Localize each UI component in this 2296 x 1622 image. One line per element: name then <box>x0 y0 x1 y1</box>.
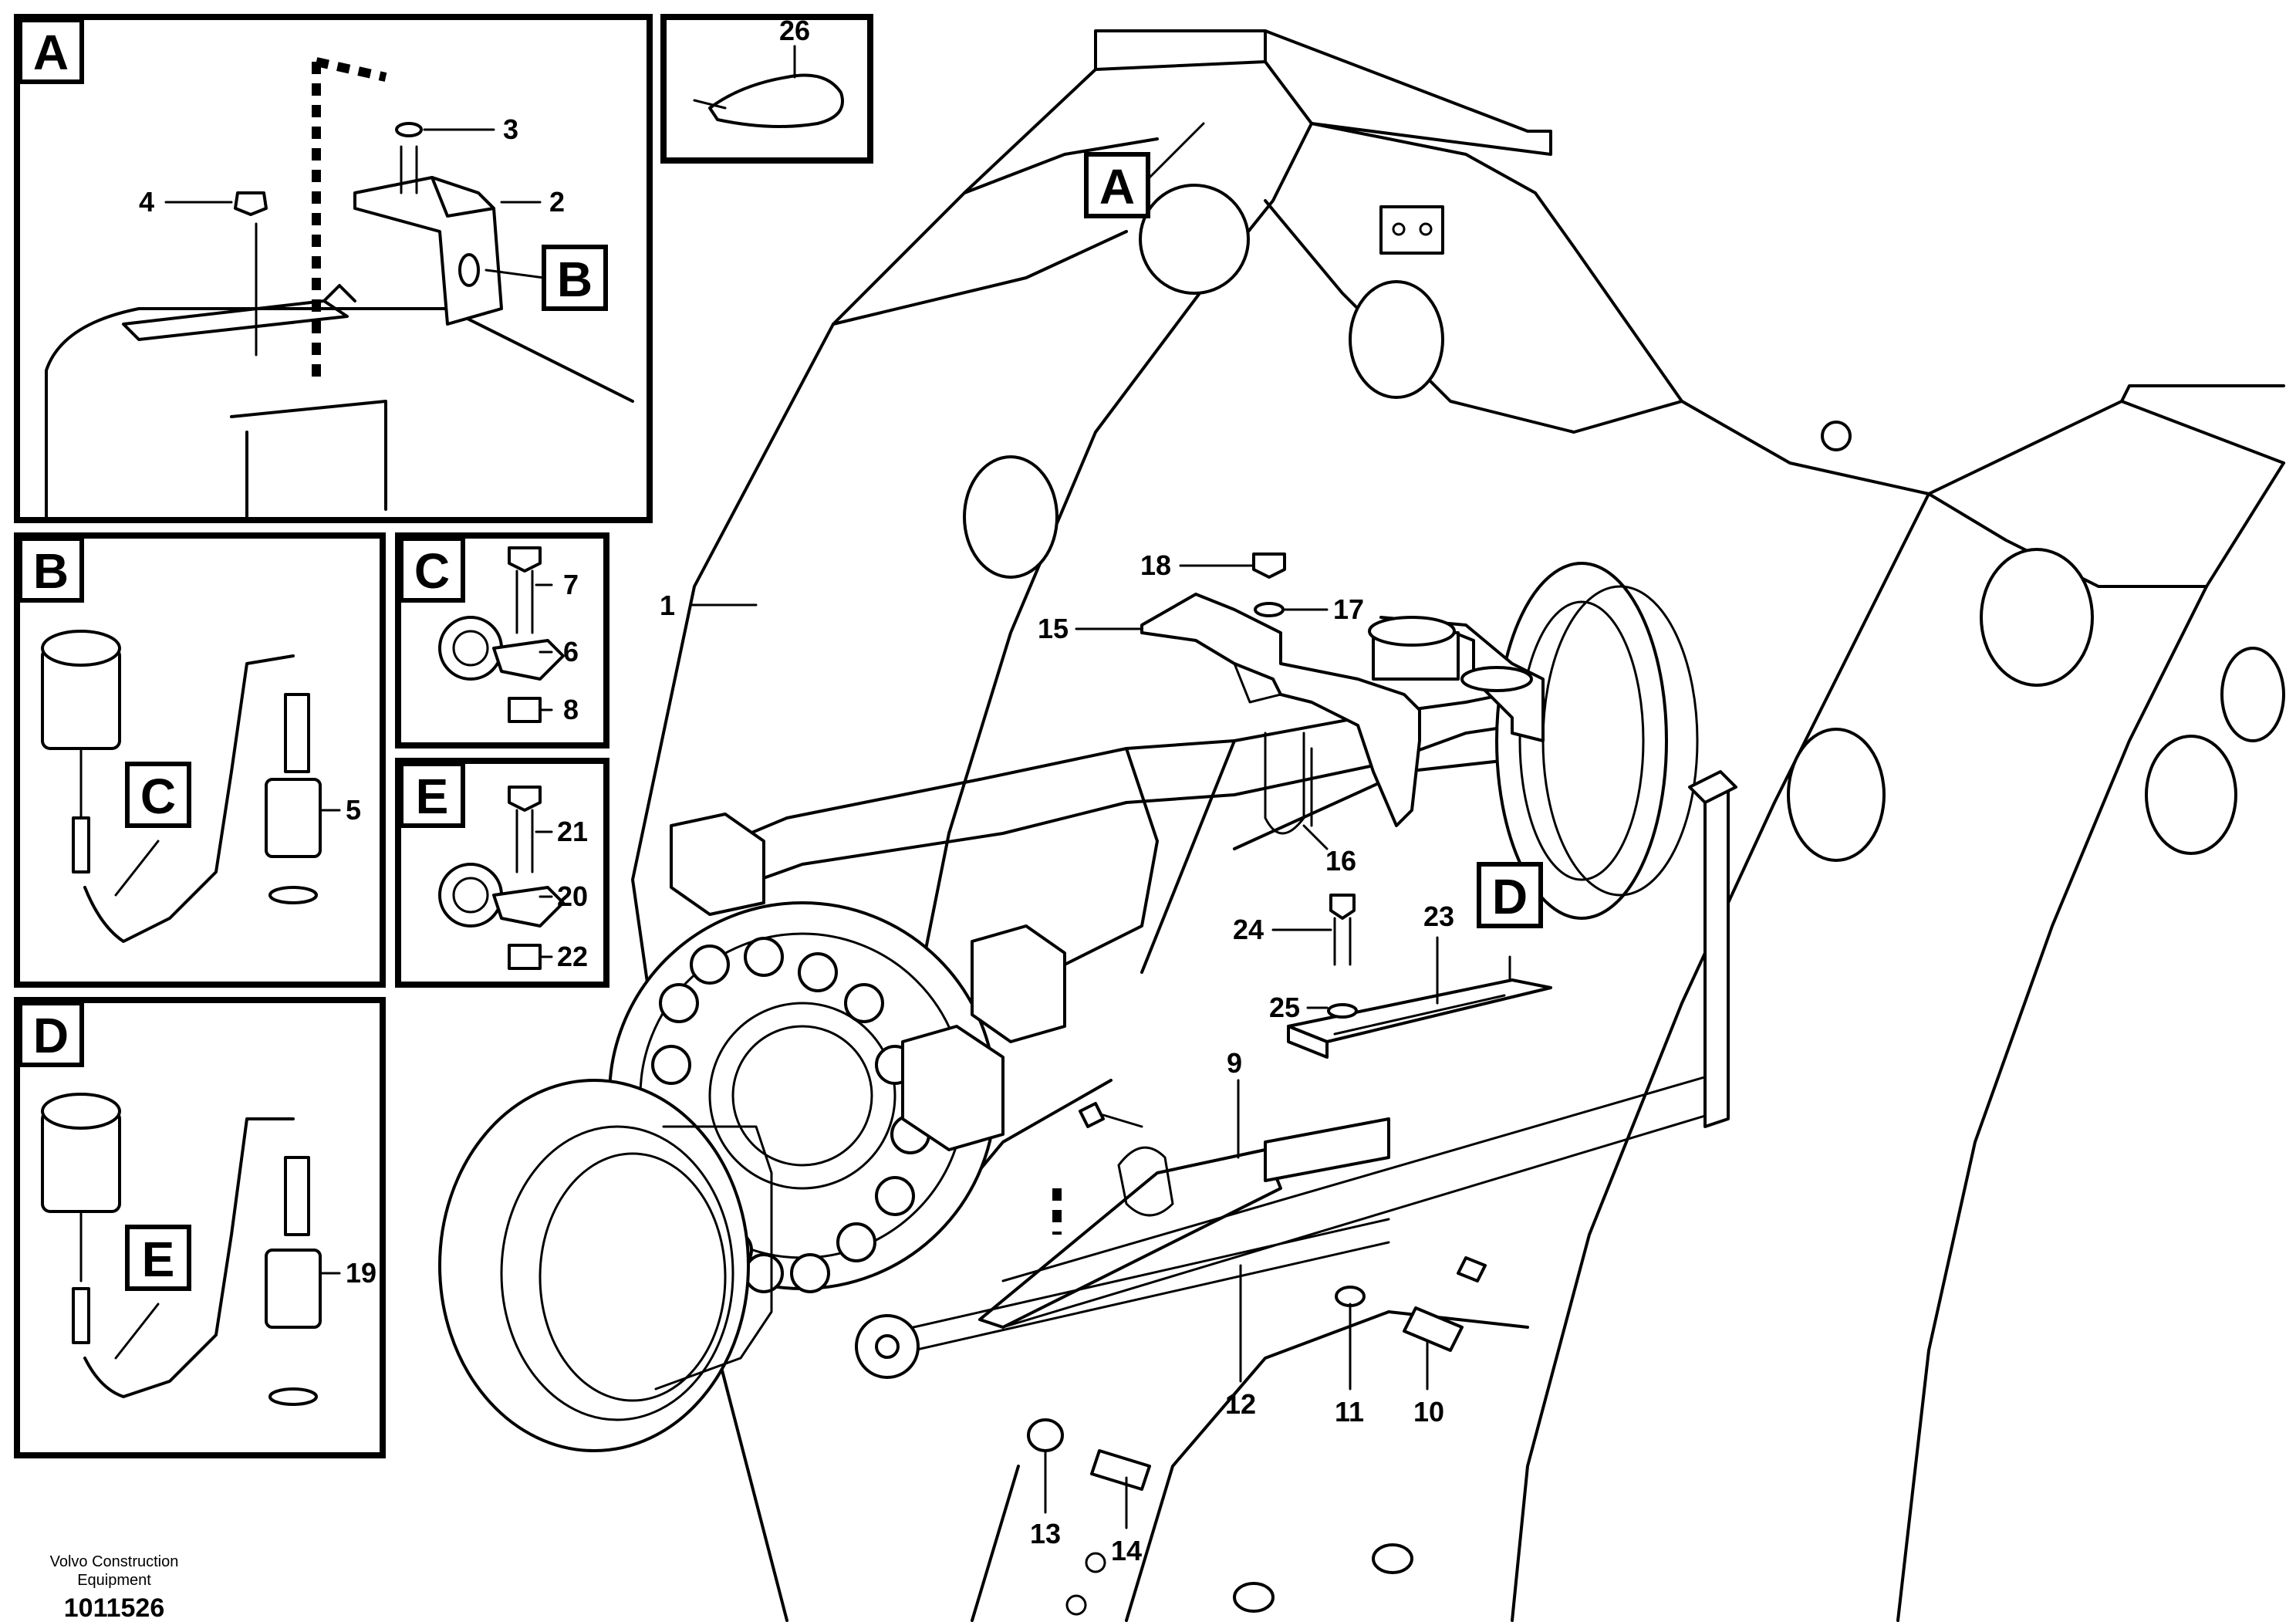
tag-d-label: D <box>33 1008 69 1063</box>
footer: Volvo Construction Equipment 1011526 <box>50 1553 179 1622</box>
callout-14: 14 <box>1111 1535 1142 1566</box>
wheel-hub <box>438 813 1066 1452</box>
detail-26-box <box>660 14 873 164</box>
callout-1: 1 <box>660 590 675 621</box>
callout-3: 3 <box>503 113 518 145</box>
detail-e-box <box>395 758 609 988</box>
callout-23: 23 <box>1423 901 1454 932</box>
callout-2: 2 <box>549 186 565 218</box>
loader-front-frame <box>631 29 2285 1622</box>
tag-b-ref-label: B <box>557 252 593 307</box>
callout-20: 20 <box>557 880 588 912</box>
tag-c-label: C <box>414 543 450 599</box>
company-line-1: Volvo Construction <box>50 1553 179 1570</box>
callout-numbers: 1 2 3 4 5 6 7 8 9 10 11 12 13 14 15 16 1… <box>139 15 1454 1566</box>
callout-21: 21 <box>557 816 588 847</box>
callout-24: 24 <box>1233 914 1264 945</box>
leader-lines <box>114 45 1511 1529</box>
detail-b-box <box>14 532 386 988</box>
tag-c-ref-label: C <box>140 769 176 824</box>
callout-11: 11 <box>1335 1396 1364 1428</box>
callout-22: 22 <box>557 941 588 972</box>
detail-tag-c-inset: C <box>399 536 465 603</box>
detail-tag-d-ref: D <box>1477 862 1543 928</box>
detail-tag-b-inset: B <box>18 536 84 603</box>
callout-26: 26 <box>779 15 810 46</box>
callout-25: 25 <box>1269 992 1300 1023</box>
detail-tag-d-inset: D <box>18 1001 84 1067</box>
company-line-2: Equipment <box>77 1572 151 1589</box>
detail-tag-b-ref: B <box>542 245 608 311</box>
callout-16: 16 <box>1325 845 1356 877</box>
callout-6: 6 <box>563 636 579 667</box>
axle-shaft <box>693 562 1699 974</box>
linkage-rod <box>855 770 1737 1491</box>
callout-7: 7 <box>563 569 579 600</box>
detail-d-box <box>14 997 386 1458</box>
tag-e-ref-label: E <box>142 1232 175 1287</box>
tag-a-main-label: A <box>1099 159 1135 215</box>
bracket-23 <box>1287 894 1552 1059</box>
callout-13: 13 <box>1030 1518 1061 1549</box>
callout-12: 12 <box>1225 1388 1256 1420</box>
callout-8: 8 <box>563 694 579 725</box>
callout-18: 18 <box>1140 549 1171 581</box>
detail-tag-e-ref: E <box>125 1225 191 1291</box>
detail-tag-c-ref: C <box>125 762 191 828</box>
callout-10: 10 <box>1413 1396 1444 1428</box>
detail-tag-a-main: A <box>1084 152 1150 218</box>
callout-5: 5 <box>346 794 361 826</box>
detail-tag-a-inset: A <box>18 18 84 84</box>
drawing-number: 1011526 <box>64 1593 165 1622</box>
tag-b-label: B <box>33 543 69 599</box>
detail-tag-e-inset: E <box>399 762 465 828</box>
callout-19: 19 <box>346 1257 376 1289</box>
tag-a-label: A <box>33 25 69 80</box>
bracket-15 <box>1140 552 1421 835</box>
callout-9: 9 <box>1227 1047 1242 1079</box>
callout-4: 4 <box>139 186 154 218</box>
callout-17: 17 <box>1333 593 1364 625</box>
tag-e-label: E <box>416 769 449 824</box>
callout-15: 15 <box>1038 613 1069 644</box>
tag-d-ref-label: D <box>1492 869 1528 924</box>
